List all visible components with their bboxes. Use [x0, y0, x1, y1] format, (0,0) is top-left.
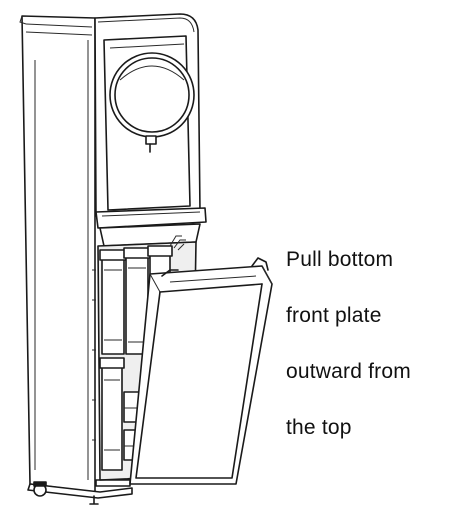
drip-tray	[95, 207, 207, 247]
instruction-line-2: front plate	[286, 304, 382, 327]
cabinet-side-panel	[19, 15, 96, 493]
round-control-panel	[109, 52, 195, 138]
water-spout	[145, 135, 157, 153]
instruction-line-4: the top	[286, 416, 352, 439]
bottom-front-plate	[129, 257, 273, 485]
caster-wheels	[33, 481, 99, 505]
instruction-text: Pull bottom front plate outward from the…	[286, 218, 458, 470]
cabinet-base	[27, 479, 133, 499]
instruction-line-3: outward from	[286, 360, 411, 383]
instruction-line-1: Pull bottom	[286, 248, 394, 271]
